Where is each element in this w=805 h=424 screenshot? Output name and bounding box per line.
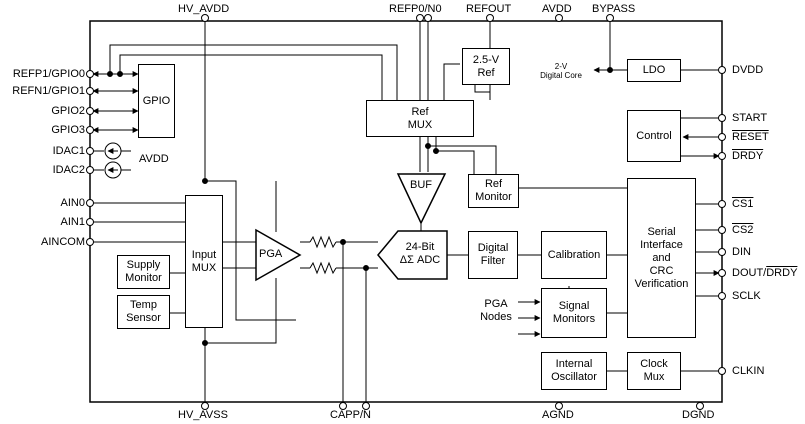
pin-clkin: CLKIN [732,365,765,377]
pin-reset: RESET [732,131,769,143]
pin-dout-drdy-label: DRDY [766,267,798,279]
pga-block [255,228,302,282]
pga-label: PGA [259,248,283,260]
pin-drdy: DRDY [732,150,764,162]
pin-refn1-gpio1: REFN1/GPIO1 [12,85,85,97]
pin-gpio2: GPIO2 [51,105,85,117]
idac-avdd-label: AVDD [139,153,169,165]
pin-idac1: IDAC1 [52,145,85,157]
pin-agnd: AGND [542,409,574,421]
chip-boundary [89,20,723,403]
buf-label: BUF [410,179,432,191]
pin-gpio3: GPIO3 [51,124,85,136]
pin-bypass: BYPASS [592,3,636,15]
pin-cs2: CS2 [732,224,754,236]
pin-capp-n: CAPP/N [330,409,371,421]
pin-cs1: CS1 [732,198,754,210]
pin-idac2: IDAC2 [52,164,85,176]
pin-ain1: AIN1 [60,216,85,228]
pin-aincom: AINCOM [41,236,85,248]
pin-dvdd: DVDD [732,64,764,76]
pin-avdd: AVDD [542,3,572,15]
control-block: Control [627,110,681,162]
pin-dout-label: DOUT/ [732,267,767,279]
pin-hv-avdd: HV_AVDD [178,3,230,15]
buf-block [396,173,447,225]
calibration-block: Calibration [541,231,607,279]
pin-hv-avss: HV_AVSS [178,409,228,421]
pin-sclk: SCLK [732,290,761,302]
pin-refout: REFOUT [466,3,512,15]
gpio-block: GPIO [138,64,175,138]
pin-dout-drdy: DOUT/DRDY [732,267,797,280]
pin-start: START [732,112,768,124]
ldo-block: LDO [627,59,681,82]
pin-refp1-gpio0: REFP1/GPIO0 [12,68,85,80]
pin-refp0-n0: REFP0/N0 [389,3,442,15]
pin-dgnd: DGND [682,409,715,421]
pin-din: DIN [732,246,751,258]
pin-ain0: AIN0 [60,197,85,209]
